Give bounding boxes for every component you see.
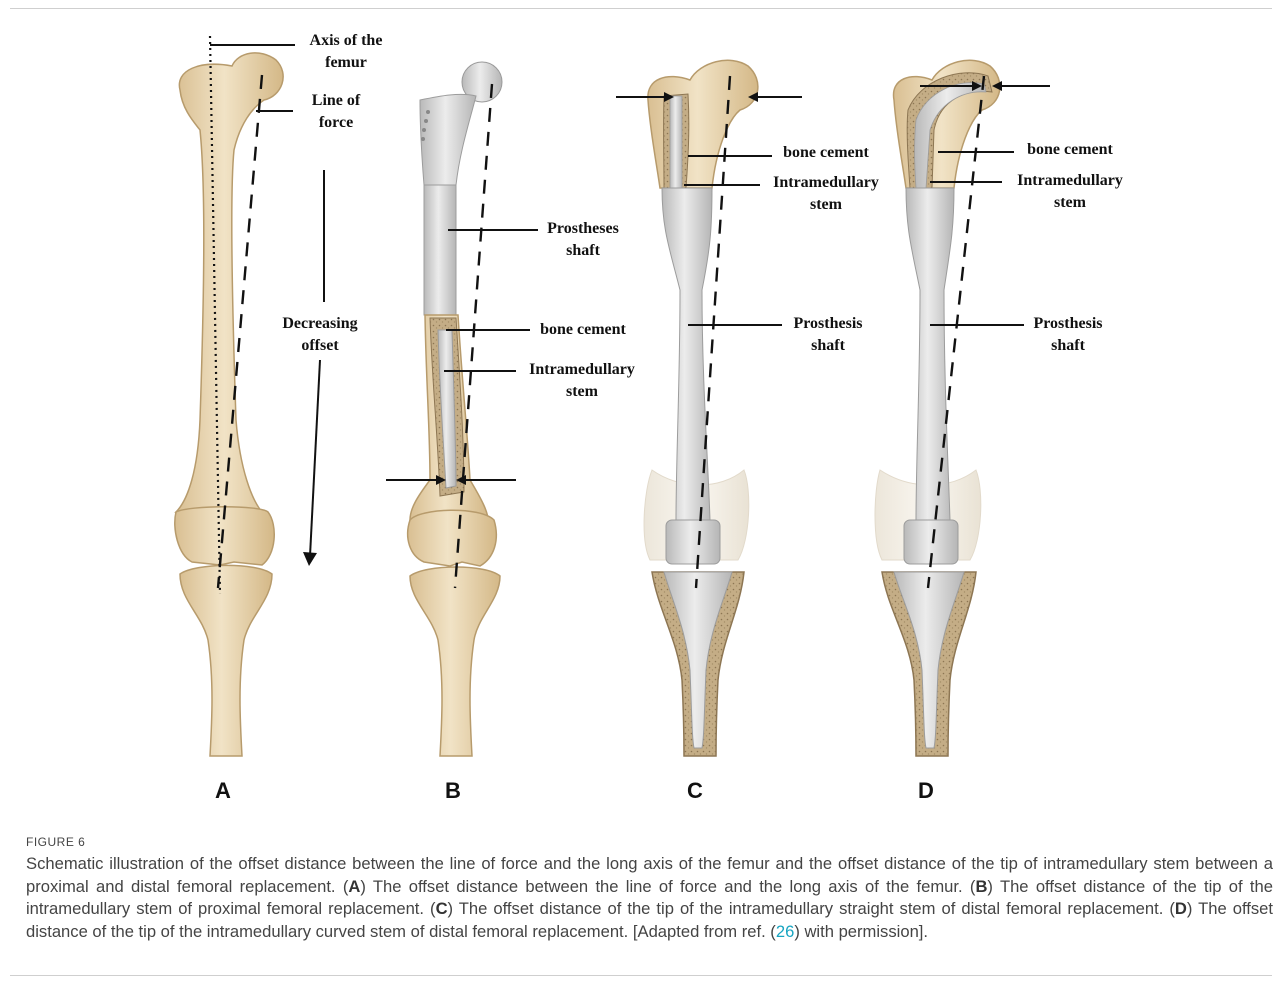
- b-stem-line2: stem: [518, 381, 646, 403]
- b-shaft-line1: Prostheses: [536, 218, 630, 240]
- panel-letter-c: C: [687, 778, 703, 804]
- decreasing-label-line2: offset: [268, 335, 372, 357]
- decreasing-label-line1: Decreasing: [268, 313, 372, 335]
- caption-text-2: ) The offset distance between the line o…: [360, 877, 975, 896]
- c-prosthesis-shaft-label: Prosthesis shaft: [782, 313, 874, 357]
- d-intramedullary-stem-label: Intramedullary stem: [1006, 170, 1134, 214]
- axis-of-femur-label: Axis of the femur: [296, 30, 396, 74]
- caption-text-6: ) with permission].: [794, 922, 928, 941]
- panel-letter-b: B: [445, 778, 461, 804]
- caption-panel-d: D: [1175, 899, 1187, 918]
- caption-panel-b: B: [975, 877, 987, 896]
- caption-panel-c: C: [436, 899, 448, 918]
- panel-b-proximal-replacement: [408, 62, 502, 756]
- caption-text-4: ) The offset distance of the tip of the …: [448, 899, 1175, 918]
- c-stem-line2: stem: [762, 194, 890, 216]
- d-shaft-line1: Prosthesis: [1022, 313, 1114, 335]
- b-bone-cement-label: bone cement: [532, 319, 634, 341]
- c-stem-line1: Intramedullary: [762, 172, 890, 194]
- bottom-divider: [10, 975, 1272, 976]
- b-prostheses-shaft-label: Prostheses shaft: [536, 218, 630, 262]
- decreasing-offset-label: Decreasing offset: [268, 313, 372, 357]
- line-of-force-label: Line of force: [300, 90, 372, 134]
- b-intramedullary-stem-label: Intramedullary stem: [518, 359, 646, 403]
- d-cement-text: bone cement: [1018, 139, 1122, 161]
- d-stem-line2: stem: [1006, 192, 1134, 214]
- reference-link[interactable]: 26: [776, 922, 794, 941]
- b-stem-line1: Intramedullary: [518, 359, 646, 381]
- b-shaft-line2: shaft: [536, 240, 630, 262]
- d-prosthesis-shaft-label: Prosthesis shaft: [1022, 313, 1114, 357]
- c-shaft-line2: shaft: [782, 335, 874, 357]
- c-shaft-line1: Prosthesis: [782, 313, 874, 335]
- panel-d-distal-replacement-curved: [875, 60, 1000, 756]
- d-bone-cement-label: bone cement: [1018, 139, 1122, 161]
- axis-label-line1: Axis of the: [296, 30, 396, 52]
- force-label-line1: Line of: [300, 90, 372, 112]
- caption-panel-a: A: [348, 877, 360, 896]
- decreasing-offset-arrow: [303, 170, 324, 566]
- b-cement-text: bone cement: [532, 319, 634, 341]
- force-label-line2: force: [300, 112, 372, 134]
- femur-schematic-figure: [0, 0, 1282, 830]
- figure-number-label: FIGURE 6: [26, 835, 85, 849]
- c-cement-text: bone cement: [774, 142, 878, 164]
- panel-letter-d: D: [918, 778, 934, 804]
- figure-caption: Schematic illustration of the offset dis…: [26, 853, 1273, 943]
- c-intramedullary-stem-label: Intramedullary stem: [762, 172, 890, 216]
- panel-letter-a: A: [215, 778, 231, 804]
- panel-c-distal-replacement-straight: [644, 60, 758, 756]
- panel-a-femur: [175, 53, 283, 756]
- d-shaft-line2: shaft: [1022, 335, 1114, 357]
- c-bone-cement-label: bone cement: [774, 142, 878, 164]
- d-stem-line1: Intramedullary: [1006, 170, 1134, 192]
- axis-label-line2: femur: [296, 52, 396, 74]
